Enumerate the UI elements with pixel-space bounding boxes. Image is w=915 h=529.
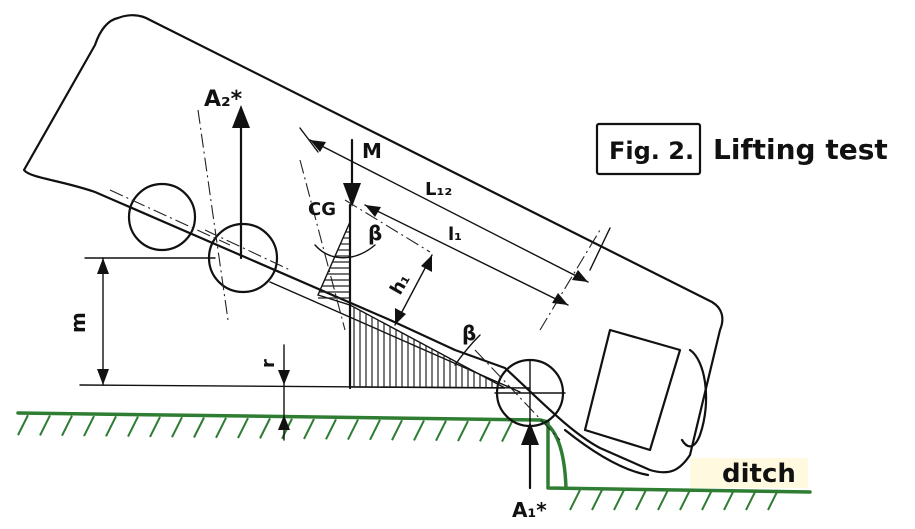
- hatch-line: [303, 418, 315, 440]
- hatch-line: [347, 419, 359, 441]
- hatch-line: [325, 418, 337, 440]
- hatch-line: [149, 416, 161, 438]
- hatch-line: [635, 489, 647, 511]
- label-beta-top: β: [368, 221, 382, 245]
- label-beta-bottom: β: [462, 321, 476, 345]
- hatch-line: [613, 489, 625, 511]
- hatch-line: [259, 417, 271, 439]
- hatch-line: [391, 419, 403, 441]
- label-cg: CG: [308, 199, 336, 220]
- dimension-l1: [364, 204, 569, 306]
- label-m-dimension: m: [66, 312, 90, 333]
- ground: [16, 411, 812, 511]
- label-a2: A₂*: [204, 87, 243, 112]
- force-a2-arrow: [232, 105, 250, 260]
- hatch-line: [171, 416, 183, 438]
- hatch-line: [193, 417, 205, 438]
- label-r: r: [258, 359, 279, 368]
- hatch-line: [479, 420, 491, 442]
- label-ditch: ditch: [722, 459, 796, 489]
- beta-arc-top: [314, 244, 376, 259]
- force-m-arrow: [343, 138, 361, 207]
- hatched-area: [349, 303, 506, 389]
- hatch-line: [39, 414, 51, 436]
- hatch-line: [105, 415, 117, 437]
- hatch-line: [369, 419, 381, 441]
- hatch-line: [767, 489, 779, 511]
- hatch-line: [501, 421, 513, 443]
- hatch-line: [413, 419, 425, 441]
- hatch-line: [83, 415, 95, 437]
- label-l12: L₁₂: [425, 179, 452, 200]
- figure-number: Fig. 2.: [609, 137, 694, 165]
- hatch-line: [657, 489, 669, 511]
- vehicle-body: [22, 14, 724, 477]
- hatch-line: [569, 489, 581, 511]
- hatch-line: [723, 489, 735, 511]
- hatch-line: [237, 417, 249, 439]
- hatch-line: [701, 489, 713, 511]
- label-m: M: [362, 139, 382, 163]
- dimension-m: [97, 257, 109, 386]
- cg-triangle: [317, 221, 351, 306]
- hatch-line: [17, 414, 29, 436]
- label-h1: h₁: [386, 270, 415, 298]
- dimension-h1: [394, 254, 433, 326]
- hatch-line: [679, 489, 691, 511]
- label-a1: A₁*: [512, 498, 547, 522]
- figure-number-box: [595, 122, 702, 176]
- dimension-r: [278, 344, 290, 441]
- hatch-line: [215, 417, 227, 439]
- hatch-line: [457, 420, 469, 442]
- force-a1-arrow: [521, 422, 539, 490]
- ditch-highlight: [690, 458, 808, 488]
- figure-title: Lifting test: [713, 133, 888, 166]
- hatch-line: [61, 415, 73, 437]
- dimension-l12: [299, 127, 611, 283]
- hatch-line: [127, 416, 139, 438]
- hatch-line: [591, 489, 603, 511]
- hatch-line: [745, 489, 757, 511]
- wheel-front-upper: [127, 182, 197, 252]
- label-l1: l₁: [448, 224, 462, 245]
- beta-arc-bottom: [454, 334, 481, 366]
- centerlines: [109, 109, 601, 441]
- hatch-line: [435, 420, 447, 442]
